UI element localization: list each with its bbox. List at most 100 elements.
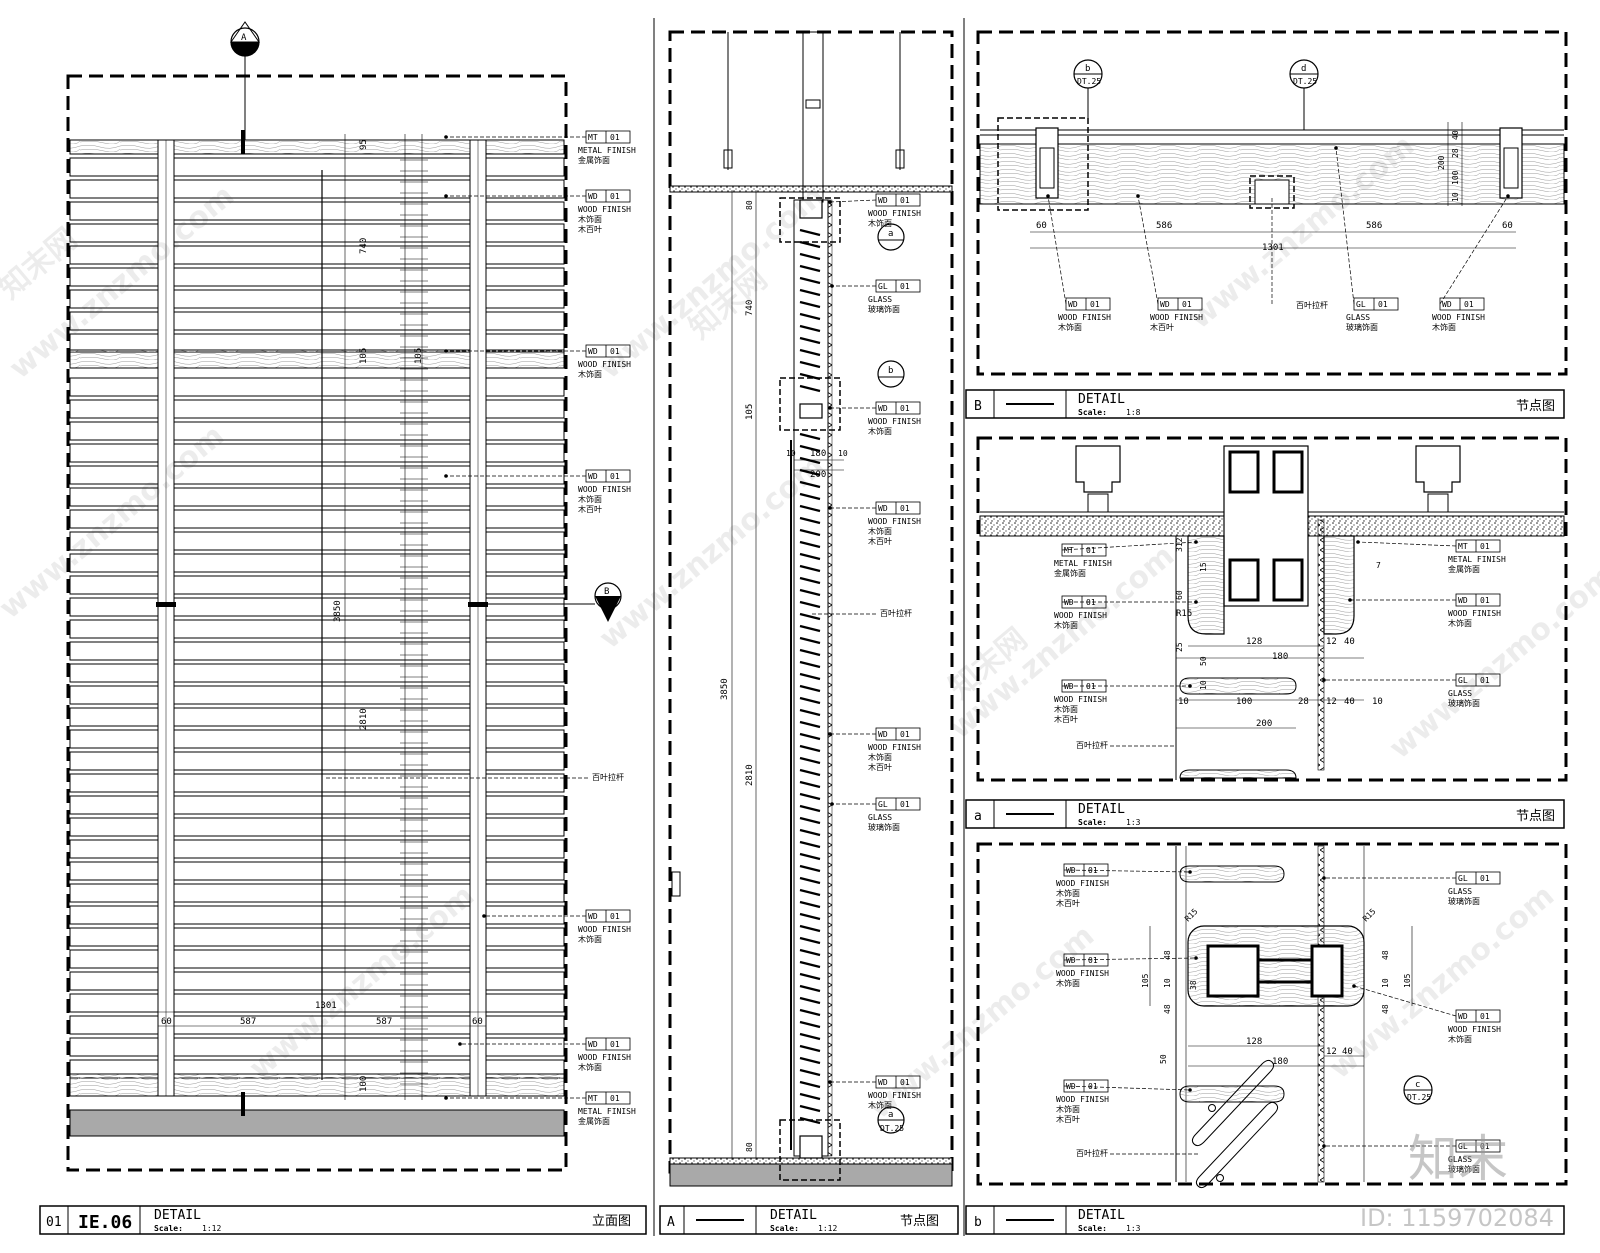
tag-num: 01	[1480, 1142, 1490, 1151]
louver-section	[799, 1032, 821, 1041]
tag-code: MT	[588, 1094, 598, 1103]
louver-section	[799, 924, 821, 933]
svg-text:40: 40	[1344, 637, 1355, 647]
tag-text: 金属饰面	[578, 1116, 610, 1126]
svg-text:10: 10	[786, 449, 796, 458]
dim-2810: 2810	[359, 708, 369, 730]
tag-text: 木饰面	[868, 1100, 892, 1110]
svg-text:40: 40	[1451, 130, 1460, 140]
tag-code: WD	[878, 196, 888, 205]
svg-text:128: 128	[1246, 637, 1262, 647]
tag-text: WOOD FINISH	[1058, 313, 1111, 322]
tag-text: 木饰面	[1056, 888, 1080, 898]
tag-text: 木百叶	[1150, 322, 1174, 332]
louver-section	[799, 228, 821, 237]
tag-code: WD	[1458, 1012, 1468, 1021]
dim-80-A2: 80	[745, 1142, 754, 1152]
svg-text:38: 38	[1189, 980, 1198, 990]
tag-text: 木饰面	[578, 1062, 602, 1072]
louver-section	[799, 816, 821, 825]
louver-section	[799, 456, 821, 465]
detail-marker-a-top: a	[877, 223, 905, 251]
louver-section	[799, 1044, 821, 1053]
louver-slat	[69, 487, 565, 507]
tag-text: WOOD FINISH	[868, 417, 921, 426]
rod-label: 百叶拉杆	[1296, 300, 1328, 310]
louver-section	[799, 1080, 821, 1089]
louver-section	[799, 384, 821, 393]
tag-code: GL	[878, 282, 888, 291]
louver-section	[799, 948, 821, 957]
tag-text: 玻璃饰面	[1448, 698, 1480, 708]
tag-text: WOOD FINISH	[1056, 969, 1109, 978]
tag-num: 01	[1086, 546, 1096, 555]
svg-text:DT.25: DT.25	[880, 1124, 904, 1133]
svg-text:Scale:: Scale:	[1078, 408, 1107, 417]
title-block-B: B DETAIL Scale: 1:8 节点图	[965, 389, 1565, 419]
title-block-A: A DETAIL Scale: 1:12 节点图	[659, 1205, 959, 1235]
tag-text: 木饰面	[868, 752, 892, 762]
louver-slat	[69, 949, 565, 969]
tag-code: GL	[878, 800, 888, 809]
svg-text:12: 12	[1326, 697, 1337, 707]
tag-num: 01	[610, 912, 620, 921]
svg-text:180: 180	[1272, 652, 1288, 662]
tag-code: WD	[1458, 596, 1468, 605]
tag-text: 木饰面	[1056, 978, 1080, 988]
svg-text:12: 12	[1326, 637, 1337, 647]
tag-text: 金属饰面	[1054, 568, 1086, 578]
louver-section	[799, 468, 821, 477]
tag-code: WD	[1066, 866, 1076, 875]
svg-text:Scale:: Scale:	[154, 1224, 183, 1233]
louver-slat	[69, 641, 565, 661]
svg-text:R15: R15	[1176, 609, 1192, 619]
svg-text:A: A	[241, 33, 247, 43]
louver-section	[799, 324, 821, 333]
louver-section	[799, 276, 821, 285]
louver-section	[799, 312, 821, 321]
tag-num: 01	[900, 196, 910, 205]
tag-text: WOOD FINISH	[578, 485, 631, 494]
detail-marker-b-plan: b DT.25	[1073, 59, 1103, 118]
tag-code: GL	[1458, 676, 1468, 685]
panel-B-plan: 60 586 586 60 1301 200 100 40 28 10 b DT…	[965, 30, 1568, 419]
louver-section	[799, 756, 821, 765]
tag-text: 木饰面	[1054, 620, 1078, 630]
tag-text: 玻璃饰面	[868, 304, 900, 314]
tag-text: WOOD FINISH	[1054, 695, 1107, 704]
svg-text:b: b	[974, 1215, 982, 1230]
tag-text: WOOD FINISH	[1054, 611, 1107, 620]
louver-section	[799, 504, 821, 513]
louver-section	[799, 780, 821, 789]
louver-slat	[69, 729, 565, 749]
svg-text:Scale:: Scale:	[1078, 1224, 1107, 1233]
svg-text:DT.25: DT.25	[1407, 1093, 1431, 1102]
louver-section	[799, 1056, 821, 1065]
louver-section	[799, 576, 821, 585]
louver-section	[799, 708, 821, 717]
louver-section	[799, 732, 821, 741]
svg-text:1301: 1301	[1262, 243, 1284, 253]
tag-text: METAL FINISH	[1054, 559, 1112, 568]
tag-num: 01	[1480, 596, 1490, 605]
tag-text: WOOD FINISH	[1056, 1095, 1109, 1104]
louver-slat	[69, 267, 565, 287]
louver-section	[799, 360, 821, 369]
svg-text:1:3: 1:3	[1126, 818, 1141, 827]
louver-slat	[69, 773, 565, 793]
panel-01-elevation: 740 95 105 105 3850 2810 100 1301 60 587…	[39, 21, 647, 1235]
louver-section	[799, 912, 821, 921]
tag-code: WD	[878, 730, 888, 739]
louver-slat	[69, 531, 565, 551]
svg-text:586: 586	[1366, 221, 1382, 231]
tag-num: 01	[900, 504, 910, 513]
